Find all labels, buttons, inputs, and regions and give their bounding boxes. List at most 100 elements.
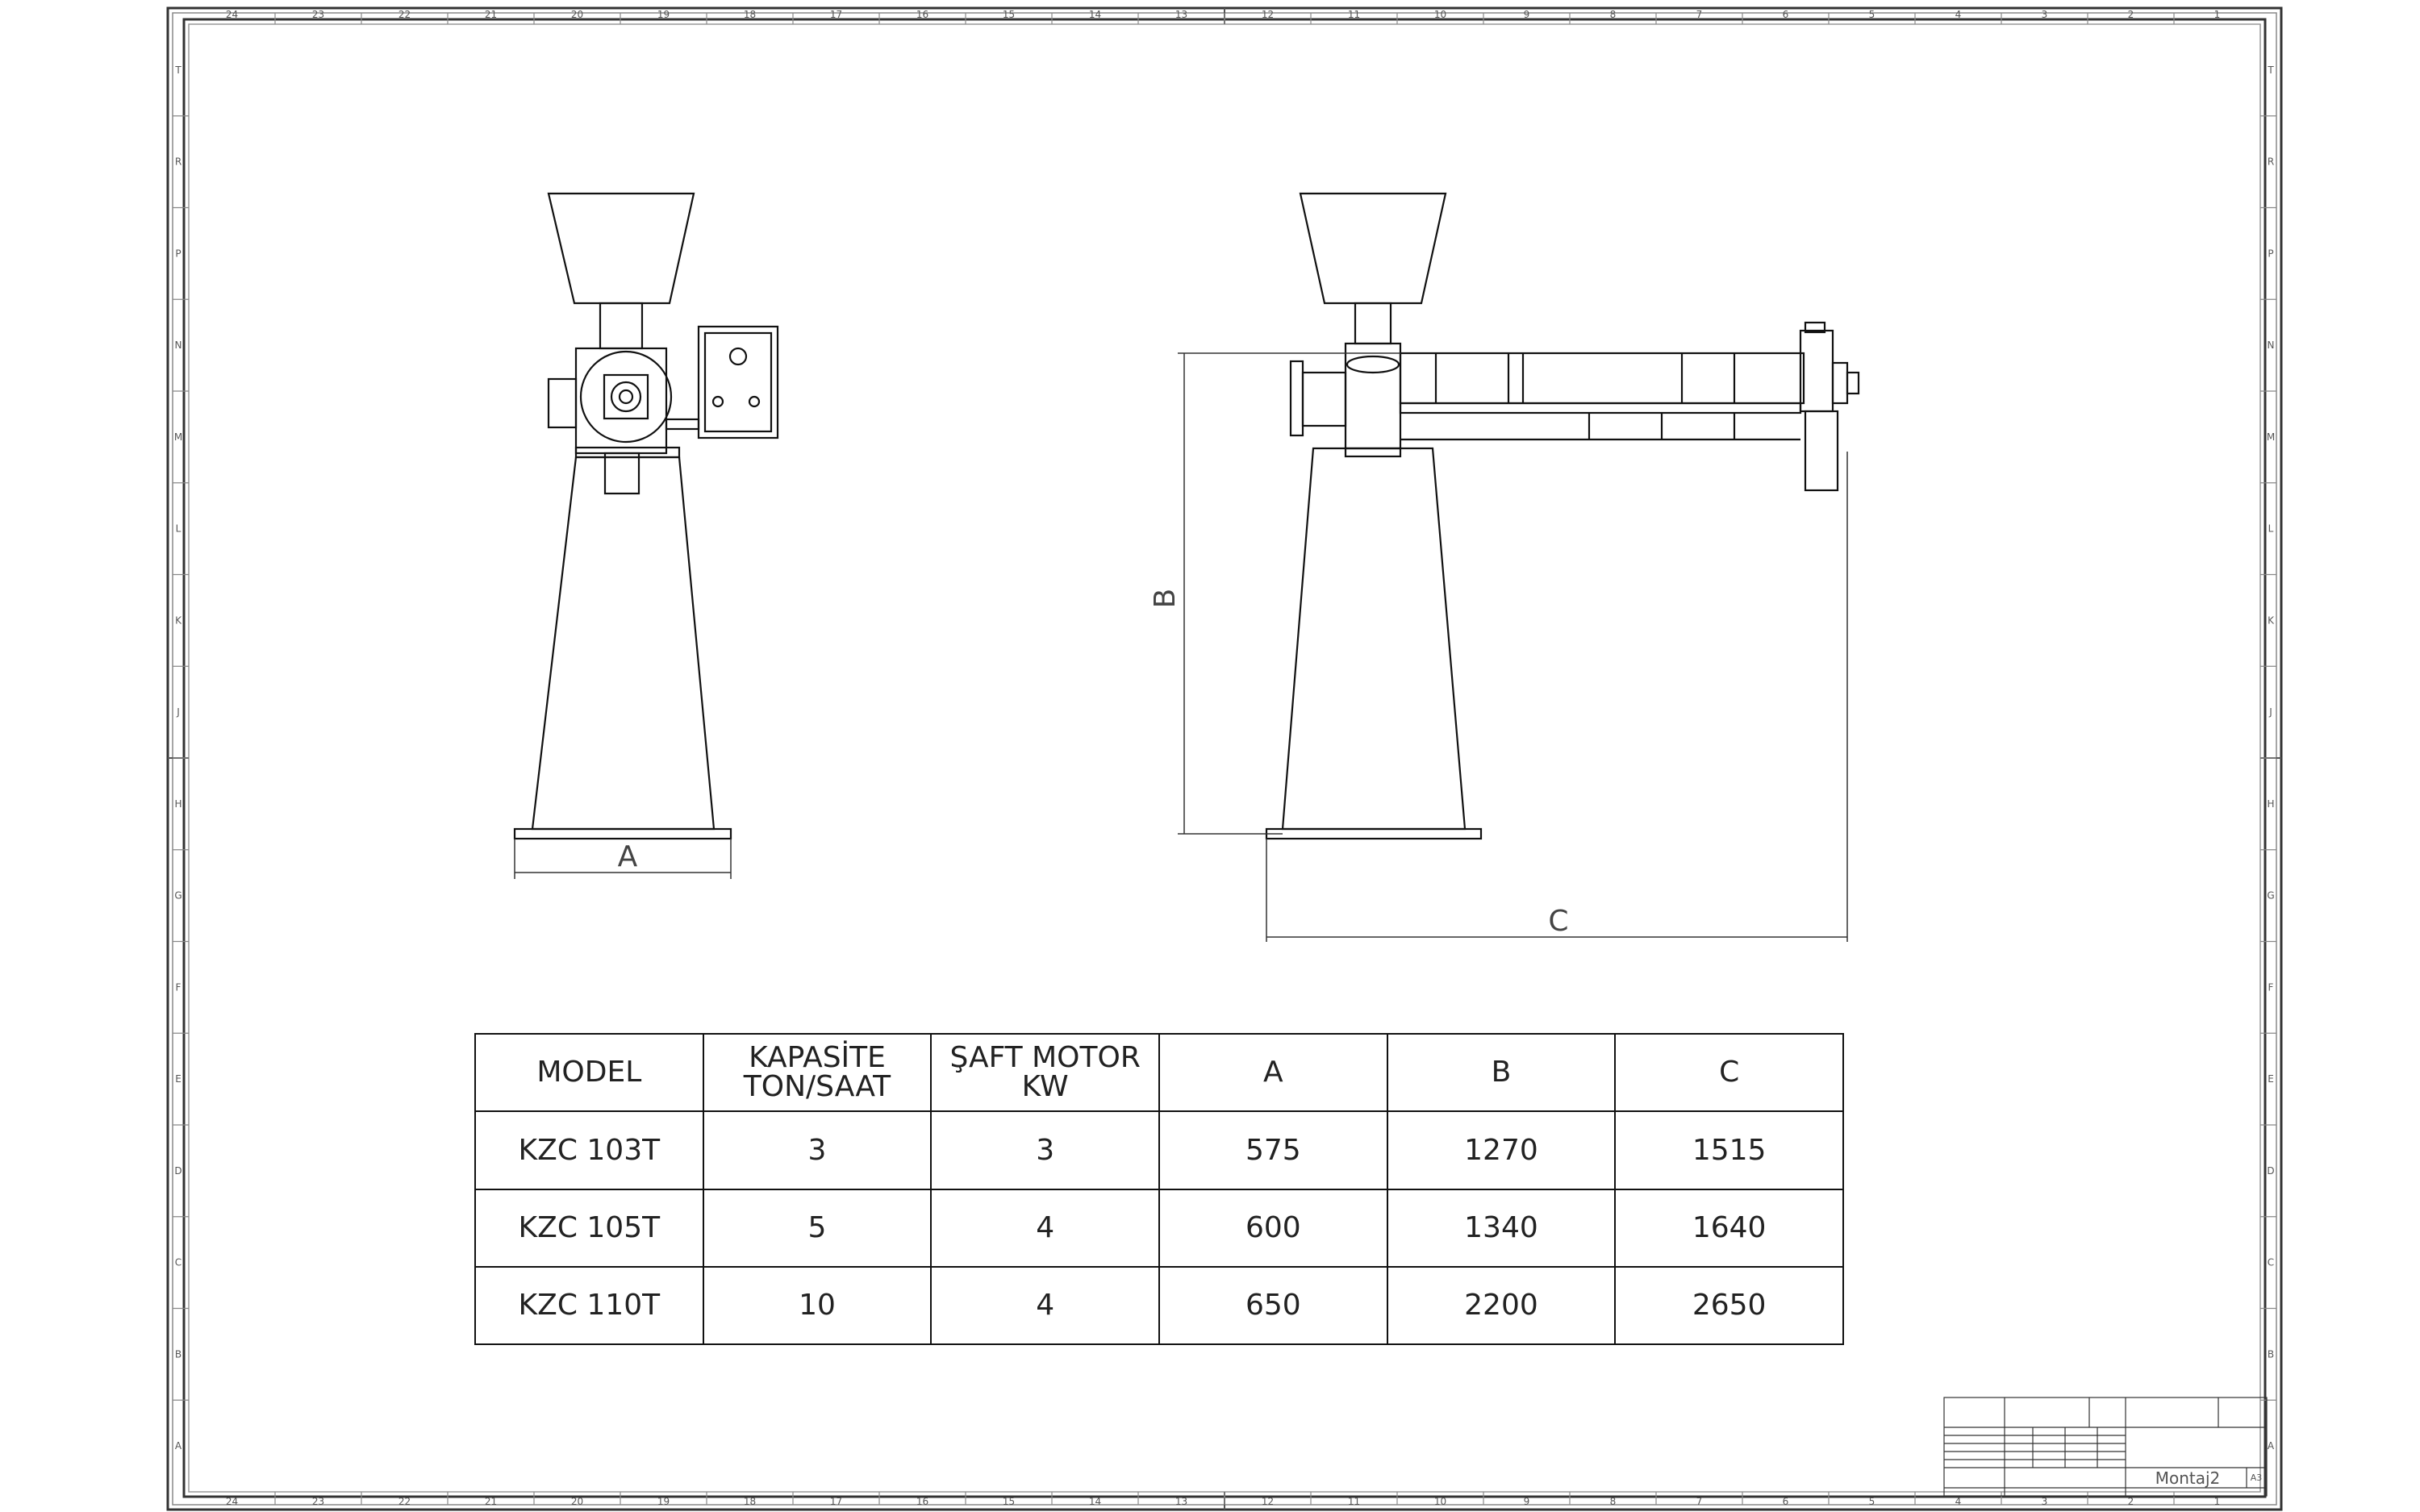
front-outlet-pipe: [603, 452, 640, 495]
title-block-name: Montaj2: [2155, 1468, 2221, 1488]
zone-row-label: H: [2267, 798, 2274, 810]
side-front-flange: [1289, 360, 1304, 437]
header-b: B: [1386, 1032, 1617, 1113]
zone-column-label: 11: [1348, 1496, 1360, 1507]
zone-column-label: 17: [830, 9, 842, 20]
side-end-housing: [1799, 329, 1834, 413]
zone-column-label: 21: [485, 1496, 497, 1507]
side-hopper-neck: [1354, 302, 1392, 345]
dimension-c-label: C: [1548, 905, 1568, 938]
side-end-bolt: [1846, 371, 1860, 395]
zone-column-label: 9: [1524, 9, 1530, 20]
zone-row-label: L: [176, 523, 182, 535]
zone-column-label: 1: [2214, 9, 2221, 20]
cell-a: 600: [1158, 1188, 1388, 1268]
table-row: KZC 110T 10 4 650 2200 2650: [474, 1265, 1844, 1346]
cell-a: 575: [1158, 1110, 1388, 1190]
cell-c: 1640: [1614, 1188, 1844, 1268]
header-a: A: [1158, 1032, 1388, 1113]
cell-model: KZC 105T: [474, 1188, 704, 1268]
zone-row-label: A: [175, 1440, 182, 1452]
zone-column-label: 21: [485, 9, 497, 20]
zone-column-label: 17: [830, 1496, 842, 1507]
zone-row-label: R: [175, 156, 182, 168]
front-bridge: [665, 418, 700, 431]
zone-row-label: M: [2267, 431, 2275, 443]
cell-model: KZC 110T: [474, 1265, 704, 1346]
zone-row-label: N: [175, 339, 182, 351]
header-model: MODEL: [474, 1032, 704, 1113]
dimension-b-label: B: [1149, 589, 1182, 609]
zone-column-label: 2: [2128, 9, 2134, 20]
zone-column-label: 15: [1003, 9, 1015, 20]
zone-column-label: 19: [657, 1496, 670, 1507]
zone-column-label: 2: [2128, 1496, 2134, 1507]
zone-column-label: 8: [1610, 1496, 1617, 1507]
dimension-a: [514, 839, 732, 879]
cell-motor: 4: [930, 1265, 1160, 1346]
front-hopper: [547, 192, 695, 305]
zone-column-label: 19: [657, 9, 670, 20]
zone-column-label: 18: [744, 9, 756, 20]
zone-row-label: R: [2268, 156, 2274, 168]
side-screw-barrel: [1399, 352, 1805, 405]
cell-capacity: 3: [702, 1110, 933, 1190]
front-view: [513, 192, 779, 840]
zone-column-label: 1: [2214, 1496, 2221, 1507]
title-block-sheet-size: A3: [2251, 1472, 2263, 1483]
zone-row-label: G: [2267, 890, 2274, 902]
zone-row-label: B: [2268, 1348, 2274, 1360]
zone-column-label: 23: [312, 1496, 324, 1507]
zone-column-label: 24: [226, 9, 238, 20]
cell-a: 650: [1158, 1265, 1388, 1346]
zone-column-label: 5: [1869, 9, 1876, 20]
table-row: KZC 105T 5 4 600 1340 1640: [474, 1188, 1844, 1268]
zone-row-label: T: [2267, 65, 2274, 76]
front-hopper-neck: [599, 302, 644, 350]
zone-column-label: 16: [916, 1496, 928, 1507]
front-motor-shaft-core: [618, 389, 634, 405]
zone-row-label: H: [174, 798, 182, 810]
zone-row-label: L: [2268, 523, 2274, 535]
front-flange-circle: [579, 350, 673, 444]
zone-row-label: N: [2268, 339, 2275, 351]
header-c: C: [1614, 1032, 1844, 1113]
zone-column-label: 14: [1089, 9, 1101, 20]
side-feed-opening: [1346, 355, 1400, 374]
side-base-plate: [1265, 827, 1483, 840]
side-stand: [1281, 447, 1467, 831]
zone-row-label: C: [2268, 1257, 2274, 1268]
zone-column-label: 13: [1175, 9, 1187, 20]
zone-row-label: E: [175, 1073, 182, 1085]
zone-row-label: C: [175, 1257, 182, 1268]
zone-column-label: 11: [1348, 9, 1360, 20]
zone-row-label: E: [2268, 1073, 2274, 1085]
zone-column-label: 3: [2042, 9, 2048, 20]
dimension-c: [1266, 452, 1848, 942]
zone-column-label: 6: [1783, 9, 1789, 20]
zone-row-label: D: [174, 1165, 182, 1177]
dimension-b: [1178, 352, 1400, 835]
dimension-a-label: A: [618, 840, 638, 873]
zone-row-label: J: [2268, 706, 2272, 718]
zone-column-label: 4: [1955, 1496, 1962, 1507]
zone-column-label: 12: [1262, 9, 1274, 20]
zone-column-label: 8: [1610, 9, 1617, 20]
title-block: [1943, 1397, 2268, 1497]
side-view: [1265, 192, 1860, 840]
zone-row-label: T: [174, 65, 182, 76]
table-row: KZC 103T 3 3 575 1270 1515: [474, 1110, 1844, 1190]
front-panel-hole-left: [711, 395, 724, 408]
zone-column-label: 13: [1175, 1496, 1187, 1507]
zone-column-label: 10: [1434, 1496, 1446, 1507]
zone-column-label: 9: [1524, 1496, 1530, 1507]
front-motor-panel: [697, 325, 779, 439]
zone-column-label: 23: [312, 9, 324, 20]
zone-column-label: 18: [744, 1496, 756, 1507]
zone-column-label: 22: [398, 1496, 411, 1507]
